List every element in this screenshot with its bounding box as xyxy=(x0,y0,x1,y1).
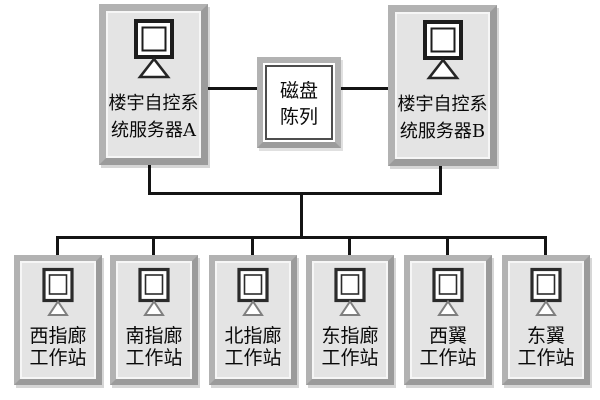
workstation-label: 西指廊 工作站 xyxy=(29,325,86,369)
crt-monitor-icon xyxy=(136,267,172,317)
connector-trunk-vertical xyxy=(300,193,303,239)
server-b-label: 楼宇自控系 统服务器B xyxy=(398,91,488,145)
workstation-label-line2: 工作站 xyxy=(29,347,87,369)
connector-server-b-drop xyxy=(439,164,442,194)
disk-array-label-line1: 磁盘 xyxy=(279,79,318,102)
disk-array-label-line2: 陈列 xyxy=(279,105,318,128)
crt-monitor-icon xyxy=(131,18,177,82)
workstation-label-line1: 南指廊 xyxy=(125,325,183,347)
node-workstation-west-wing: 西翼 工作站 xyxy=(404,255,492,385)
node-workstation-west-pier: 西指廊 工作站 xyxy=(14,255,102,385)
connector-bus-horizontal xyxy=(56,236,547,239)
server-a-label-line2: 统服务器A xyxy=(111,120,196,141)
crt-monitor-icon xyxy=(235,267,271,317)
connector-ws-drop-3 xyxy=(251,236,254,258)
workstation-label-line1: 西指廊 xyxy=(29,325,87,347)
workstation-label-line1: 东翼 xyxy=(526,325,565,347)
server-a-label-line1: 楼宇自控系 xyxy=(108,93,199,114)
connector-storage-server-b xyxy=(339,87,390,90)
workstation-label-line2: 工作站 xyxy=(125,347,183,369)
workstation-label: 北指廊 工作站 xyxy=(224,325,281,369)
disk-array-label: 磁盘 陈列 xyxy=(280,78,318,130)
node-workstation-north-pier: 北指廊 工作站 xyxy=(209,255,297,385)
server-b-label-line1: 楼宇自控系 xyxy=(397,94,488,115)
node-workstation-east-pier: 东指廊 工作站 xyxy=(306,255,394,385)
node-workstation-south-pier: 南指廊 工作站 xyxy=(110,255,198,385)
workstation-label-line1: 西翼 xyxy=(428,325,467,347)
connector-server-a-storage xyxy=(206,87,259,90)
server-a-label: 楼宇自控系 统服务器A xyxy=(109,90,199,144)
crt-monitor-icon xyxy=(40,267,76,317)
connector-tier1-horizontal xyxy=(148,192,442,195)
crt-monitor-icon xyxy=(420,19,466,83)
node-server-b: 楼宇自控系 统服务器B xyxy=(388,5,497,166)
workstation-label: 南指廊 工作站 xyxy=(125,325,182,369)
crt-monitor-icon xyxy=(332,267,368,317)
workstation-label-line2: 工作站 xyxy=(224,347,282,369)
crt-monitor-icon xyxy=(430,267,466,317)
workstation-label: 西翼 工作站 xyxy=(419,325,476,369)
connector-ws-drop-1 xyxy=(56,236,59,258)
server-b-label-line2: 统服务器B xyxy=(399,121,486,142)
workstation-label: 东指廊 工作站 xyxy=(321,325,378,369)
connector-server-a-drop xyxy=(148,163,151,194)
connector-ws-drop-6 xyxy=(544,236,547,258)
workstation-label-line2: 工作站 xyxy=(321,347,379,369)
connector-ws-drop-2 xyxy=(152,236,155,258)
workstation-label-line2: 工作站 xyxy=(517,347,575,369)
workstation-label-line2: 工作站 xyxy=(419,347,477,369)
workstation-label-line1: 东指廊 xyxy=(321,325,379,347)
crt-monitor-icon xyxy=(528,267,564,317)
disk-array-inner-frame: 磁盘 陈列 xyxy=(265,65,333,140)
connector-ws-drop-4 xyxy=(348,236,351,258)
workstation-label: 东翼 工作站 xyxy=(517,325,574,369)
node-server-a: 楼宇自控系 统服务器A xyxy=(99,4,208,165)
connector-ws-drop-5 xyxy=(446,236,449,258)
workstation-label-line1: 北指廊 xyxy=(224,325,282,347)
node-workstation-east-wing: 东翼 工作站 xyxy=(502,255,590,385)
node-disk-array: 磁盘 陈列 xyxy=(257,57,341,148)
